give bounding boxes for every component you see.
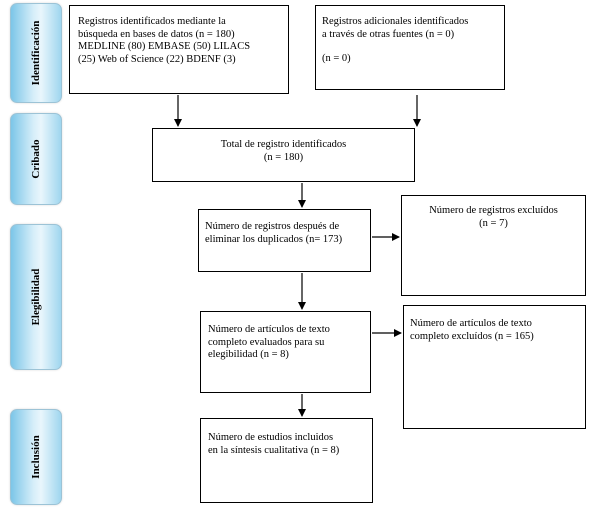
- full-text-excluded-line-1: Número de artículos de texto: [410, 318, 532, 329]
- phase-identification-label: Identificación: [10, 3, 62, 103]
- box-excluded-records: Número de registros excluídos (n = 7): [401, 195, 586, 296]
- box-after-duplicates: Número de registros después de eliminar …: [198, 209, 371, 272]
- database-records-line-2: búsqueda en bases de datos (n = 180): [78, 28, 235, 40]
- excluded-records-line-2: (n = 7): [479, 217, 508, 229]
- other-sources-line-2: a través de otras fuentes (n = 0): [322, 28, 455, 40]
- database-records-line-4: (25) Web of Science (22) BDENF (3): [78, 53, 236, 65]
- full-text-assessed-line-2: completo evaluados para su: [208, 336, 325, 348]
- included-studies-line-2: en la síntesis cualitativa (n = 8): [208, 444, 340, 456]
- total-identified-line-2: (n = 180): [263, 151, 304, 163]
- box-full-text-assessed: Número de artículos de texto completo ev…: [200, 311, 371, 393]
- other-sources-line-1: Registros adicionales identificados: [322, 16, 469, 27]
- box-total-identified: Total de registro identificados (n = 180…: [152, 128, 415, 182]
- full-text-assessed-line-3: elegibilidad (n = 8): [208, 349, 289, 360]
- after-duplicates-line-2: eliminar los duplicados (n= 173): [205, 233, 343, 245]
- full-text-excluded-line-2: completo excluídos (n = 165): [410, 330, 534, 342]
- database-records-line-1: Registros identificados mediante la: [78, 16, 226, 27]
- included-studies-line-1: Número de estudios incluidos: [208, 432, 334, 443]
- full-text-assessed-line-1: Número de artículos de texto: [208, 324, 330, 335]
- phase-inclusion-label: Inclusión: [10, 409, 62, 505]
- excluded-records-line-1: Número de registros excluídos: [429, 205, 558, 216]
- other-sources-line-3: (n = 0): [322, 53, 351, 64]
- database-records-line-3: MEDLINE (80) EMBASE (50) LILACS: [78, 41, 251, 52]
- phase-screening-label: Cribado: [10, 113, 62, 205]
- box-other-sources: Registros adicionales identificados a tr…: [315, 5, 505, 90]
- box-included-studies: Número de estudios incluidos en la sínte…: [200, 418, 373, 503]
- after-duplicates-line-1: Número de registros después de: [205, 221, 340, 232]
- total-identified-line-1: Total de registro identificados: [220, 139, 347, 150]
- box-full-text-excluded: Número de artículos de texto completo ex…: [403, 305, 586, 429]
- box-database-records: Registros identificados mediante la búsq…: [69, 5, 289, 94]
- phase-eligibility-label: Elegibilidad: [10, 224, 62, 370]
